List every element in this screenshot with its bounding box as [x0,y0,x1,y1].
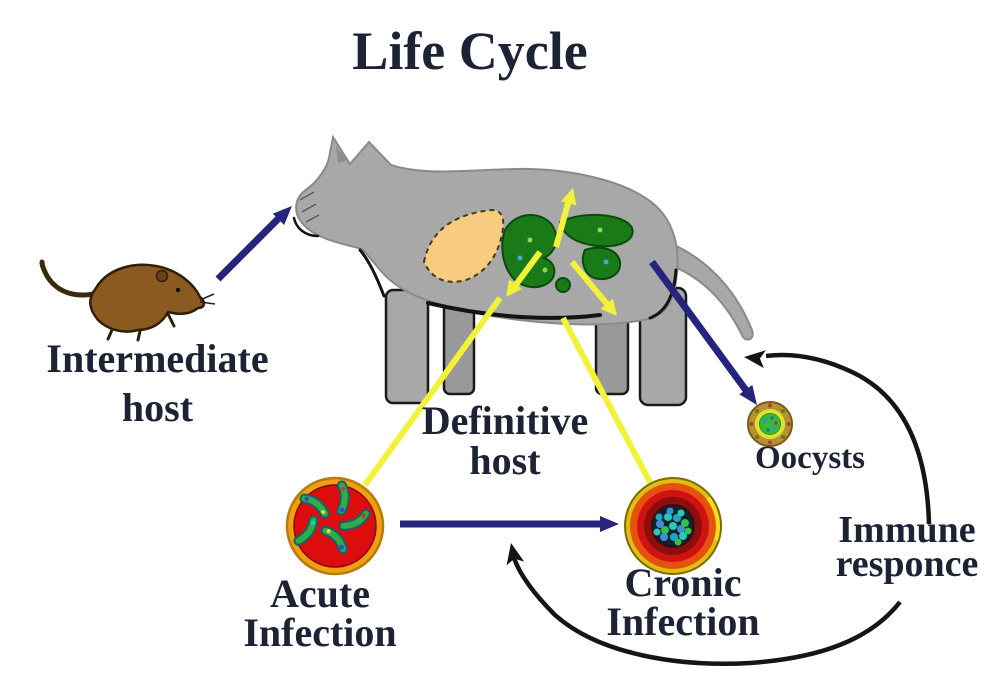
label-acute-infection-line2: Infection [243,610,397,655]
label-cronic-infection-line2: Infection [606,599,760,644]
immune-curve-to-oocysts [765,352,932,525]
bradyzoite-cluster [653,507,692,546]
label-immune-response-line1: Immune [838,509,976,551]
navy-arrowheads [272,206,757,532]
label-acute-infection-line1: Acute [270,571,370,616]
label-oocysts: Oocysts [755,440,865,476]
label-cronic-infection-line1: Cronic [624,560,742,605]
label-definitive-host: Definitive host [398,401,612,481]
mouse-tail [39,259,100,298]
label-cronic-infection: Cronic Infection [588,560,778,644]
yellow-arrow-downleft-shaft [509,250,543,292]
acute-infection-micrograph [285,476,385,576]
label-acute-infection: Acute Infection [222,571,418,655]
immune-curve-to-infection [511,557,902,666]
label-immune-response-line2: responce [835,543,979,585]
mouse-body [89,263,206,333]
chronic-infection-micrograph [624,477,722,575]
navy-arrows [215,211,751,528]
yellow-highlights [362,195,655,488]
label-immune-response: Immune responce [810,509,1001,585]
tachyzoite-crescents [293,480,371,554]
yellow-arrow-downright-shaft [569,260,615,312]
mouse-figure [39,259,216,342]
yellow-arrow-up-shaft [553,195,573,248]
cat-head-details [299,146,347,223]
cat-outline-accents [292,216,678,320]
label-intermediate-host-line1: Intermediate [46,336,269,381]
arrow-mouse-to-cat-shaft [215,211,286,282]
label-intermediate-host-line2: host [121,385,194,430]
label-intermediate-host: Intermediate host [30,334,285,432]
yellow-leader-to-acute [362,296,503,487]
label-definitive-host-line1: Definitive [421,398,589,443]
diagram-title: Life Cycle [352,21,588,81]
oocyst-inner-dots [762,416,778,432]
immune-response-curves [511,352,932,666]
oocyst-figure [747,401,793,447]
mouse-details [106,269,216,342]
label-definitive-host-line2: host [469,438,541,483]
liver-shape [422,208,505,283]
yellow-arrowheads [506,188,617,316]
intestine-speckles [517,227,609,273]
oocyst-ring-speckles [749,403,791,445]
arrow-cat-to-oocysts-shaft [649,259,751,396]
yellow-leader-to-cronic [560,316,655,488]
immune-curve-arrowheads [506,350,766,566]
